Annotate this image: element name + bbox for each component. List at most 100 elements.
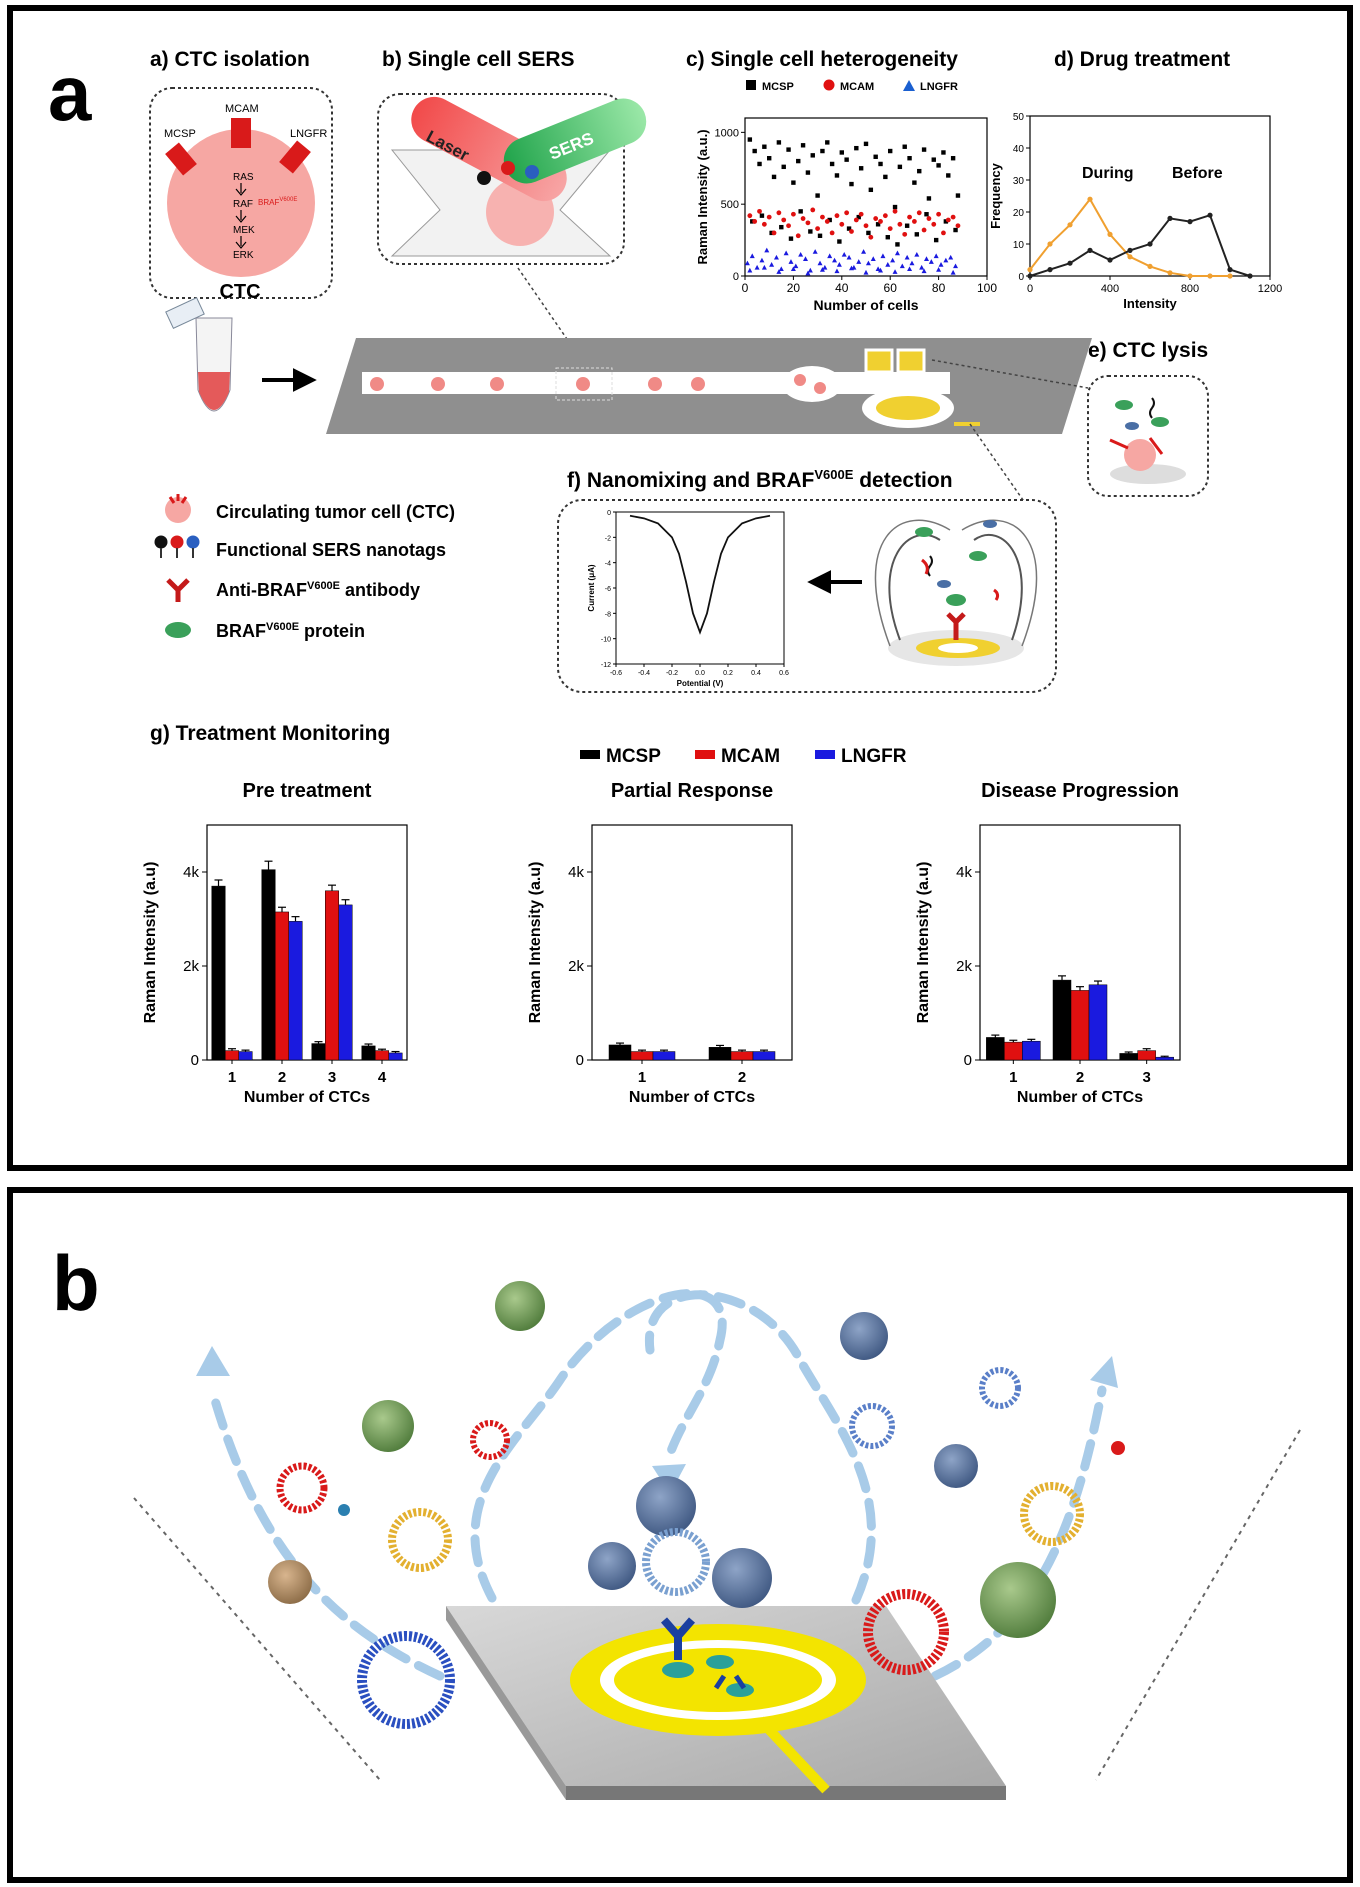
chart-c-point-mcsp [904,223,910,228]
chart-d-xtick-label: 800 [1181,283,1199,295]
legend-item-antibody: Anti-BRAFV600E antibody [216,580,420,600]
chart-d-point-before [1227,267,1233,273]
chart-c-point-lngfr [749,253,755,259]
chart-c-point-lngfr [892,269,898,274]
chart-c-point-mcam [892,208,898,214]
chart-c-point-mcam [810,207,816,213]
chart-c-point-mcam [815,226,820,232]
sers-beam [503,98,647,184]
chart-c-point-lngfr [822,264,828,270]
chart-c-point-mcsp [883,174,888,180]
chart-f-ytick-label: 0 [607,510,611,517]
legend-c-lngfr-swatch [903,80,915,91]
chart-c-point-mcsp [924,212,929,217]
lysis-dna-strand [1149,397,1155,419]
chart-c-point-lngfr [953,263,959,269]
chart-c-point-mcam [829,230,835,236]
chart-c-point-lngfr [880,253,886,259]
chart-f-ytick-label: -2 [605,535,611,542]
chart-g-xtick-label: 1 [1009,1069,1017,1086]
chart-g-bar-mcam [1137,1050,1156,1061]
chart-c-point-lngfr [788,259,794,264]
legend-g-lngfr-swatch [815,750,835,759]
chart-d-point-during [1047,241,1053,247]
chart-d-point-before [1047,267,1053,273]
chart-g-panel-title: Pre treatment [243,780,372,802]
chart-d-point-during [1207,273,1213,279]
chart-c-point-mcsp [791,180,796,185]
legend-c-mcsp: MCSP [762,81,794,93]
electrode-chip [446,1606,1006,1800]
chart-c-point-mcsp [815,193,820,198]
chart-c-ytick-label: 500 [721,199,739,211]
chart-c-point-lngfr [773,254,779,260]
chart-d-annotation-during: During [1082,165,1134,182]
pathway-ras: RAS [233,172,254,183]
chart-g-bar-mcam [630,1051,654,1061]
chart-c-point-mcsp [759,213,765,218]
chart-c-point-mcsp [829,161,835,167]
legend-nanotag-stems [160,548,194,558]
chart-c-point-mcam [936,211,941,217]
chart-c-point-mcam [824,219,830,224]
legend-c-lngfr: LNGFR [920,81,958,93]
chart-g-bar-lngfr [288,921,303,1061]
panel-b-nanotags [276,1367,1084,1729]
chart-d-point-before [1147,241,1153,247]
chart-f-ytick-label: -8 [605,611,611,618]
chart-c-point-mcam [839,221,845,227]
nanotag-ring-red-1 [276,1462,328,1514]
chart-c-point-lngfr [778,266,784,272]
chart-c-point-mcsp [837,239,842,244]
chart-g-xlabel: Number of CTCs [1017,1089,1143,1106]
chart-g-ytick-label: 2k [183,958,199,975]
chart-c-point-lngfr [848,265,854,271]
chart-c-point-mcsp [810,153,815,158]
chart-c-point-mcsp [820,148,825,154]
nanomixing-illustration [874,519,1038,666]
chart-f-xtick-label: -0.2 [666,670,678,677]
section-b-title: b) Single cell SERS [382,48,575,71]
chart-c-point-lngfr [834,268,840,274]
chart-f-frame [615,511,785,665]
chart-g-bar-mcam [275,911,289,1061]
marker-mcsp-label: MCSP [164,128,196,140]
legend-c-mcam: MCAM [840,81,874,93]
chart-c-point-mcam [931,221,937,227]
chart-g-bar-lngfr [1022,1040,1041,1061]
chart-c-point-mcam [873,216,879,221]
section-c-title: c) Single cell heterogeneity [686,48,958,71]
chart-c-point-mcsp [767,156,772,161]
chart-d-xtick-label: 400 [1101,283,1119,295]
chart-c-point-mcam [941,230,946,236]
chart-g-bar-mcam [325,890,339,1061]
chart-c-point-mcsp [771,174,777,180]
lysis-antibodies [1109,437,1164,455]
chart-c-point-lngfr [776,269,782,274]
chart-c-point-lngfr [870,256,876,261]
chart-c-point-mcsp [856,214,861,220]
legend-ctc-icon [165,497,191,523]
pathway-erk: ERK [233,250,254,261]
chart-c-point-mcam [844,210,850,216]
chart-d-frame [1029,115,1271,277]
chart-c-point-mcsp [800,143,806,148]
chart-d-point-during [1107,231,1113,237]
chart-c-point-mcam [781,217,787,223]
chart-g-xtick-label: 1 [638,1069,646,1086]
chart-f-ytick-label: -12 [601,662,611,669]
panel-a-letter: a [48,49,92,137]
marker-mcam-shape [231,118,251,148]
chart-f-xlabel: Potential (V) [677,679,724,688]
chart-c-point-mcsp [808,229,813,234]
chart-c-xtick-label: 0 [742,281,749,295]
chart-g-frame [591,824,793,1061]
chart-c-point-lngfr [928,259,934,264]
chart-d-point-before [1167,215,1173,221]
chart-c-point-lngfr [759,257,765,263]
chart-c-point-lngfr [919,264,925,270]
chart-g-ytick-label: 0 [576,1052,584,1069]
chart-c-point-mcam [771,230,777,236]
chart-c-point-lngfr [921,268,927,274]
cell-tan-1 [268,1560,312,1604]
